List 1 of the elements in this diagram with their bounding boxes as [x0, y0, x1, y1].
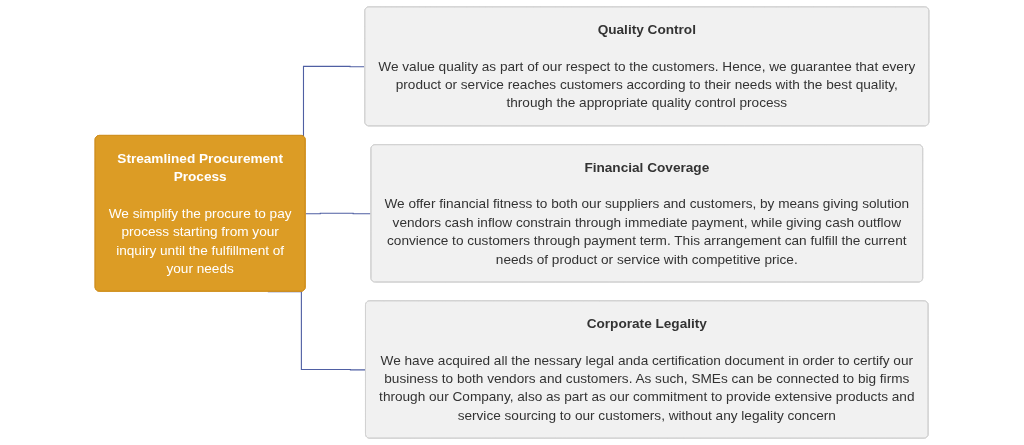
connector: [305, 212, 372, 215]
